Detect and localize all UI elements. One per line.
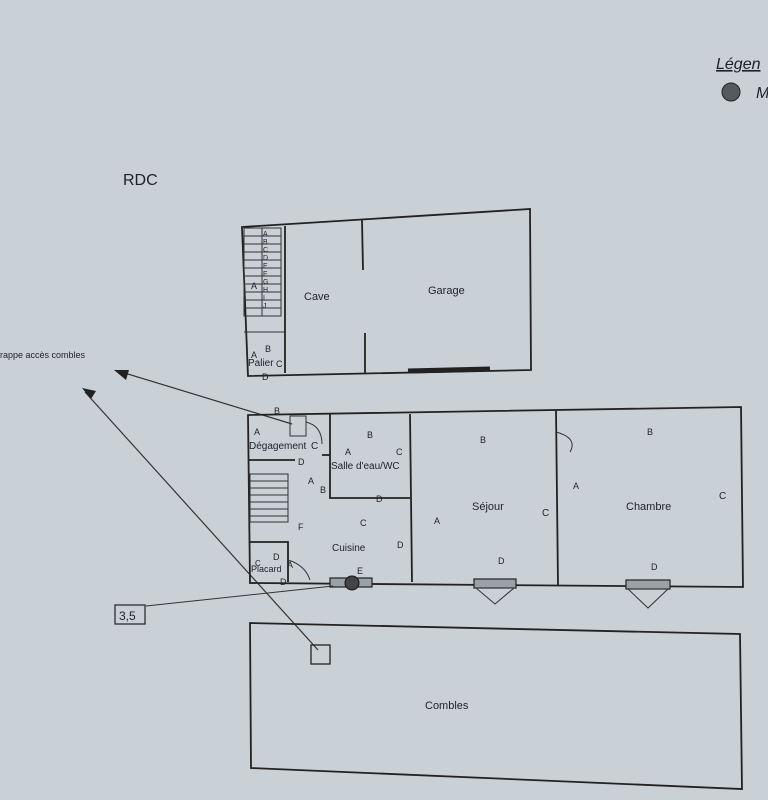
wall-mark-a: A <box>251 281 257 291</box>
wall-mark-a: A <box>251 350 257 360</box>
fan-icon <box>344 575 360 591</box>
room-label-garage: Garage <box>428 285 465 297</box>
stair-mark: F <box>263 271 267 278</box>
wall-mark-c: C <box>396 447 403 457</box>
stair-mark: D <box>263 255 268 262</box>
staircase-top <box>243 227 285 333</box>
wall-mark-c: C <box>255 559 261 568</box>
wall-mark-b: B <box>367 430 373 440</box>
wall-mark-d: D <box>498 556 505 566</box>
wall-mark-d: D <box>298 457 305 467</box>
building-cave-garage: A B C D E F G H I J A Cave Garage B A Pa… <box>241 208 532 382</box>
window-chambre <box>625 579 671 609</box>
wall-mark-d: D <box>273 552 280 562</box>
stair-mark: H <box>263 287 268 294</box>
room-label-chambre: Chambre <box>626 501 671 513</box>
stair-mark: J <box>263 303 267 310</box>
wall-mark-b: B <box>274 406 280 416</box>
wall-mark-d: D <box>376 494 383 504</box>
room-label-salle-eau: Salle d'eau/WC <box>331 461 400 472</box>
wall-mark-a: A <box>434 516 440 526</box>
wall-mark-d: D <box>651 562 658 572</box>
garage-door <box>407 366 491 374</box>
wall-mark-c: C <box>719 491 726 502</box>
wall-mark-a: A <box>254 427 260 437</box>
wall-mark-c: C <box>542 508 549 519</box>
room-label-cave: Cave <box>304 291 330 303</box>
stair-mark: C <box>263 247 268 254</box>
room-label-palier: Palier <box>248 358 274 369</box>
wall-mark-c: C <box>311 441 318 452</box>
wall-mark-a: A <box>345 447 351 457</box>
wall-mark-a: A <box>573 481 579 491</box>
window-sejour <box>473 578 517 605</box>
stair-mark: I <box>263 295 265 302</box>
window-cuisine <box>329 575 373 591</box>
stair-mark: E <box>263 263 268 270</box>
room-label-combles: Combles <box>425 700 469 712</box>
legend-title: Légen <box>716 56 761 73</box>
room-label-degagement: Dégagement <box>249 441 306 452</box>
room-label-placard: Placard <box>251 564 282 574</box>
trap-access-label: rappe accès combles <box>0 350 86 360</box>
wall-mark-b: B <box>265 344 271 354</box>
wall-mark-b: B <box>480 435 486 445</box>
wall-mark-e: E <box>357 566 363 576</box>
arrow-to-trap-bottom <box>82 388 319 651</box>
room-label-sejour: Séjour <box>472 501 504 513</box>
measurement-box: 3,5 <box>114 585 334 625</box>
wall-mark-a: A <box>308 476 314 486</box>
wall-mark-c: C <box>276 359 283 369</box>
wall-mark-a: A <box>287 560 293 570</box>
stair-mark: G <box>263 279 268 286</box>
wall-mark-b: B <box>647 427 653 437</box>
trap-hatch <box>310 644 331 665</box>
measurement-value: 3,5 <box>119 609 136 623</box>
staircase-main <box>249 473 289 523</box>
legend-dot-icon <box>721 82 741 102</box>
stair-mark: A <box>263 231 268 238</box>
wall-mark-d: D <box>262 372 269 382</box>
legend-item-text: M <box>756 85 768 102</box>
wall-mark-d: D <box>280 577 287 587</box>
building-combles: Combles <box>249 622 743 790</box>
building-main-floor: B A Dégagement C D B A C Salle d'eau/WC … <box>247 406 744 609</box>
stair-mark: B <box>263 239 268 246</box>
room-label-cuisine: Cuisine <box>332 543 366 554</box>
level-title: RDC <box>123 172 158 189</box>
wall-mark-c: C <box>360 518 367 528</box>
wall-mark-b: B <box>320 485 326 495</box>
wall-mark-f: F <box>298 522 304 532</box>
wall-mark-d: D <box>397 540 404 550</box>
